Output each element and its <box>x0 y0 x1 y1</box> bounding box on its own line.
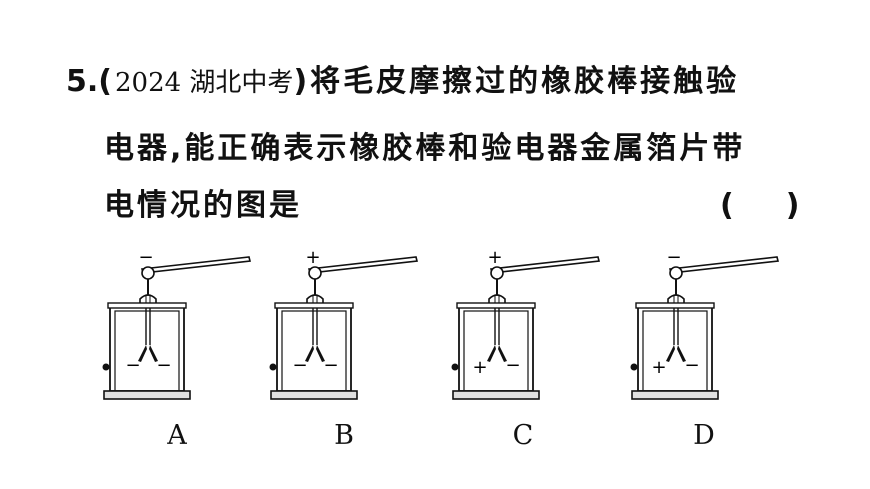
option-label-b: B <box>334 420 354 451</box>
foil-right-charge-b: − <box>323 355 338 376</box>
question-source: 2024 湖北中考 <box>115 68 294 98</box>
electroscope-figure: − − − + − − + + − − + − <box>101 247 779 400</box>
electroscope-d: − + − <box>629 247 779 400</box>
source-close-paren: ) <box>293 64 311 99</box>
question-text-1: 将毛皮摩擦过的橡胶棒接触验 <box>310 64 740 99</box>
answer-bracket-open: ( <box>720 188 734 223</box>
question-text-3: 电情况的图是 <box>104 188 302 223</box>
foil-right-charge-a: − <box>156 355 171 376</box>
option-label-c: C <box>512 420 534 451</box>
foil-left-charge-a: − <box>125 355 140 376</box>
source-open-paren: ( <box>98 64 115 99</box>
electroscope-a: − − − <box>101 247 251 400</box>
question-text-2: 电器,能正确表示橡胶棒和验电器金属箔片带 <box>104 131 746 166</box>
rod-charge-d: − <box>666 247 681 268</box>
rod-charge-c: + <box>487 247 502 268</box>
electroscope-c: + + − <box>450 247 600 400</box>
foil-right-charge-c: − <box>505 355 520 376</box>
rod-charge-a: − <box>138 247 153 268</box>
question-line-1: 5.(2024 湖北中考)将毛皮摩擦过的橡胶棒接触验 <box>66 62 739 103</box>
foil-left-charge-c: + <box>472 357 487 378</box>
foil-right-charge-d: − <box>684 355 699 376</box>
foil-left-charge-b: − <box>292 355 307 376</box>
option-label-d: D <box>693 420 715 451</box>
answer-bracket: () <box>720 186 799 226</box>
answer-bracket-close: ) <box>785 188 800 223</box>
foil-left-charge-d: + <box>651 357 666 378</box>
question-line-2: 电器,能正确表示橡胶棒和验电器金属箔片带 <box>104 129 745 169</box>
electroscope-b: + − − <box>268 247 418 400</box>
question-line-3: 电情况的图是 <box>104 186 302 226</box>
option-label-a: A <box>167 420 187 451</box>
question-number: 5. <box>66 64 99 99</box>
rod-charge-b: + <box>305 247 320 268</box>
